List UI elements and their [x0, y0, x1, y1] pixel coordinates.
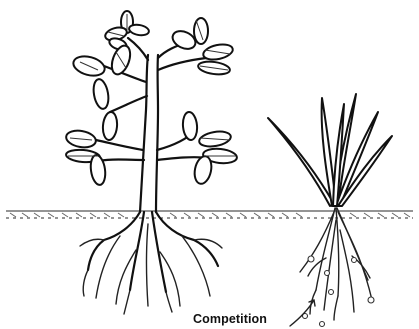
broadleaf-leaves [65, 11, 238, 186]
competition-arrow [290, 300, 315, 326]
broadleaf-roots [80, 212, 222, 314]
figure-caption: Competition [193, 312, 267, 326]
grass-plant [268, 94, 392, 320]
grass-roots [300, 208, 372, 320]
grass-blades [268, 94, 392, 206]
broadleaf-plant [65, 11, 238, 314]
ground-line [6, 211, 413, 218]
